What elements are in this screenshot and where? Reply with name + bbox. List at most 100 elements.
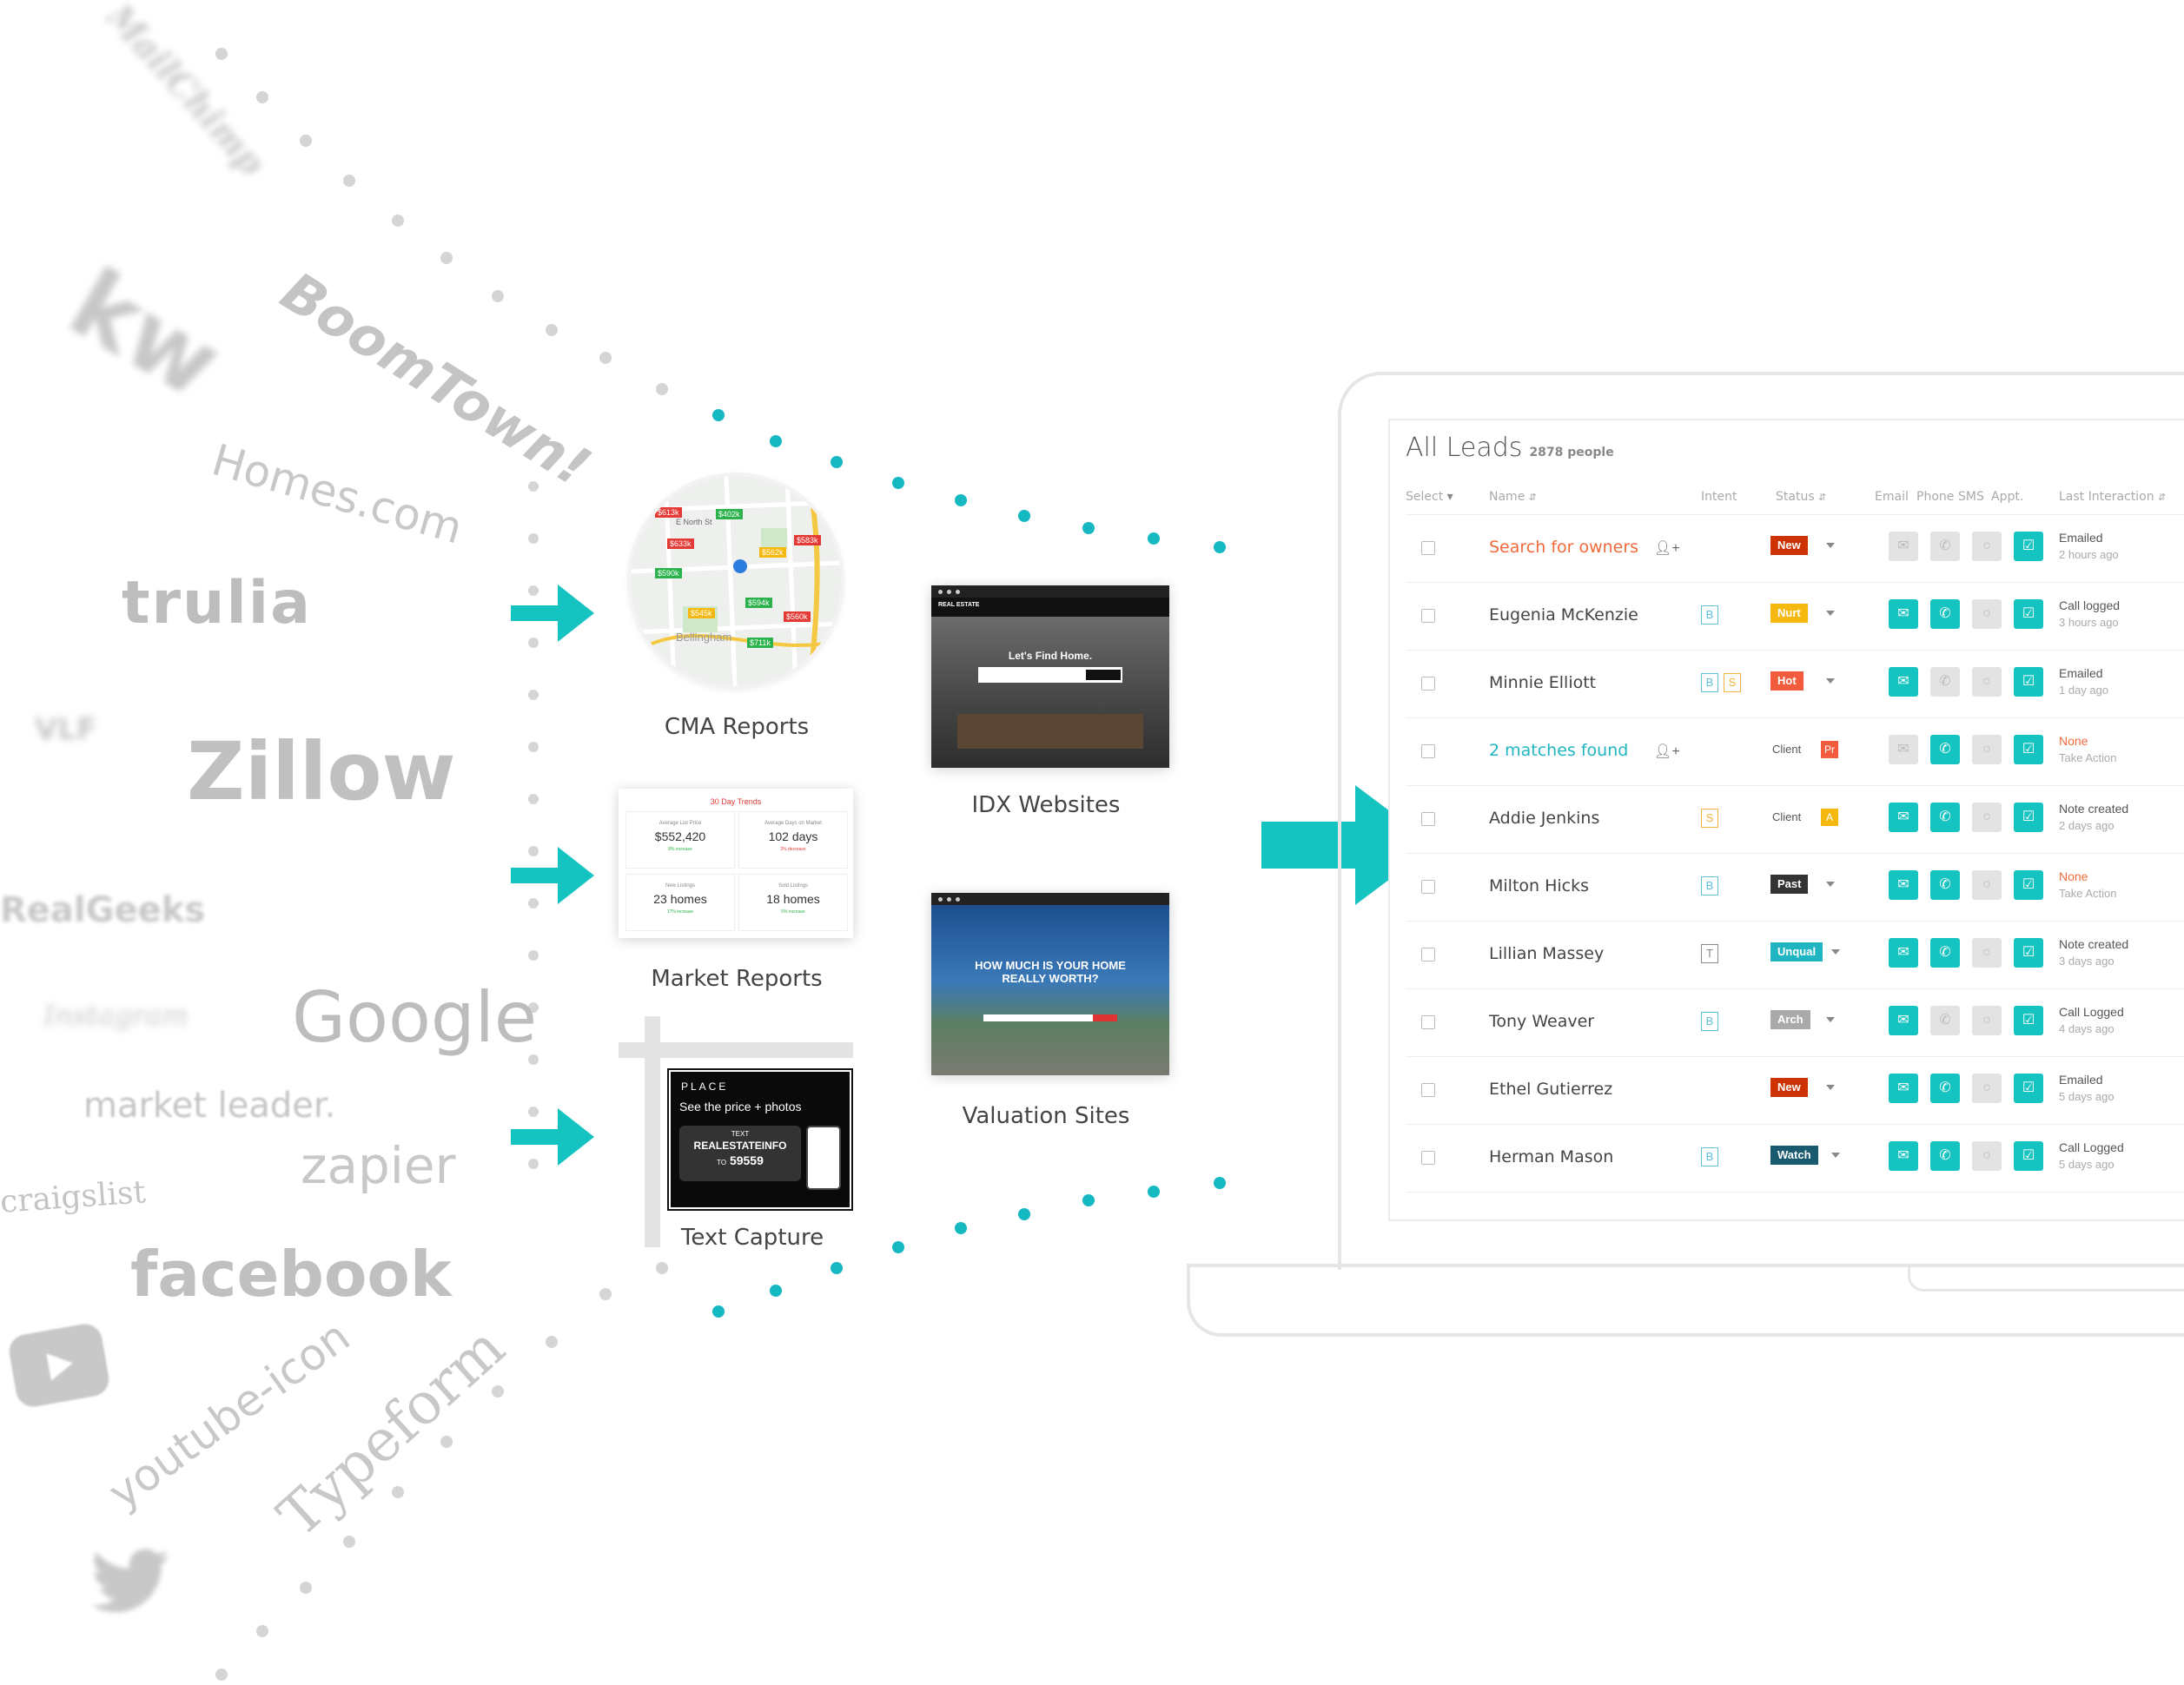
dot [770, 435, 782, 447]
status-dropdown-icon[interactable] [1826, 882, 1835, 887]
lead-name[interactable]: Tony Weaver [1489, 1012, 1595, 1031]
status-badge[interactable]: Nurt [1770, 604, 1808, 623]
status-badge[interactable]: Past [1770, 875, 1809, 894]
row-checkbox[interactable] [1421, 1151, 1435, 1165]
row-checkbox[interactable] [1421, 948, 1435, 961]
email-icon[interactable]: ✉ [1889, 735, 1918, 764]
calendar-icon[interactable]: ☑ [2014, 1141, 2043, 1171]
status-dropdown-icon[interactable] [1831, 1153, 1840, 1158]
dot [831, 1262, 843, 1274]
sms-icon[interactable]: ○ [1972, 1006, 2002, 1035]
status-badge[interactable]: New [1770, 536, 1808, 555]
status-dropdown-icon[interactable] [1826, 678, 1835, 684]
email-icon[interactable]: ✉ [1889, 1074, 1918, 1103]
lead-name[interactable]: Eugenia McKenzie [1489, 605, 1638, 624]
status-badge[interactable]: New [1770, 1078, 1808, 1097]
lead-name[interactable]: 2 matches found [1489, 741, 1629, 760]
status-badge[interactable]: Arch [1770, 1010, 1810, 1029]
phone-icon[interactable]: ✆ [1930, 599, 1960, 629]
sms-icon[interactable]: ○ [1972, 938, 2002, 968]
lead-name[interactable]: Milton Hicks [1489, 876, 1590, 895]
phone-icon[interactable]: ✆ [1930, 735, 1960, 764]
row-checkbox[interactable] [1421, 1015, 1435, 1029]
calendar-icon[interactable]: ☑ [2014, 599, 2043, 629]
calendar-icon[interactable]: ☑ [2014, 803, 2043, 832]
lead-name[interactable]: Minnie Elliott [1489, 673, 1597, 692]
phone-icon[interactable]: ✆ [1930, 667, 1960, 697]
row-checkbox[interactable] [1421, 1083, 1435, 1097]
phone-icon[interactable]: ✆ [1930, 1074, 1960, 1103]
status-badge[interactable]: Hot [1770, 671, 1803, 691]
lead-name[interactable]: Addie Jenkins [1489, 809, 1600, 828]
calendar-icon[interactable]: ☑ [2014, 667, 2043, 697]
dot [955, 494, 967, 506]
row-checkbox[interactable] [1421, 541, 1435, 555]
calendar-icon[interactable]: ☑ [2014, 938, 2043, 968]
email-icon[interactable]: ✉ [1889, 532, 1918, 561]
status-badge[interactable]: Unqual [1770, 942, 1823, 961]
calendar-icon[interactable]: ☑ [2014, 1074, 2043, 1103]
email-icon[interactable]: ✉ [1889, 667, 1918, 697]
email-icon[interactable]: ✉ [1889, 870, 1918, 900]
lead-name[interactable]: Search for owners [1489, 538, 1639, 557]
status-badge[interactable]: Watch [1770, 1146, 1818, 1165]
sms-icon[interactable]: ○ [1972, 667, 2002, 697]
row-checkbox[interactable] [1421, 880, 1435, 894]
calendar-icon[interactable]: ☑ [2014, 735, 2043, 764]
twitter-icon [87, 1546, 174, 1624]
row-checkbox[interactable] [1421, 609, 1435, 623]
status-dropdown-icon[interactable] [1826, 543, 1835, 548]
add-person-icon[interactable]: 👤︎+ [1654, 541, 1680, 556]
intent-badge: B [1701, 876, 1718, 895]
sms-icon[interactable]: ○ [1972, 803, 2002, 832]
sms-icon[interactable]: ○ [1972, 1141, 2002, 1171]
sms-icon[interactable]: ○ [1972, 532, 2002, 561]
col-header-select[interactable]: Select ▾ [1406, 490, 1453, 504]
phone-icon[interactable]: ✆ [1930, 938, 1960, 968]
col-header-status[interactable]: Status ⇵ [1776, 490, 1827, 504]
row-checkbox[interactable] [1421, 744, 1435, 758]
sms-icon[interactable]: ○ [1972, 599, 2002, 629]
sms-icon[interactable]: ○ [1972, 870, 2002, 900]
row-checkbox[interactable] [1421, 677, 1435, 691]
lead-name[interactable]: Herman Mason [1489, 1147, 1614, 1166]
status-dropdown-icon[interactable] [1826, 1017, 1835, 1022]
phone-icon[interactable]: ✆ [1930, 532, 1960, 561]
col-header-last-interaction[interactable]: Last Interaction ⇵ [2059, 490, 2167, 504]
sms-icon[interactable]: ○ [1972, 1074, 2002, 1103]
lead-name[interactable]: Ethel Gutierrez [1489, 1080, 1613, 1099]
phone-icon[interactable]: ✆ [1930, 1141, 1960, 1171]
status-dropdown-icon[interactable] [1826, 1085, 1835, 1090]
email-icon[interactable]: ✉ [1889, 803, 1918, 832]
add-person-icon[interactable]: 👤︎+ [1654, 744, 1680, 759]
status-dropdown-icon[interactable] [1831, 949, 1840, 955]
status-dropdown-icon[interactable] [1826, 611, 1835, 616]
email-icon[interactable]: ✉ [1889, 1141, 1918, 1171]
phone-icon[interactable]: ✆ [1930, 803, 1960, 832]
col-header-name[interactable]: Name ⇵ [1489, 490, 1537, 504]
calendar-icon[interactable]: ☑ [2014, 870, 2043, 900]
sign-keyword: REALESTATEINFO [693, 1140, 787, 1152]
client-label: Client [1772, 810, 1802, 823]
dot [392, 1486, 404, 1498]
email-icon[interactable]: ✉ [1889, 599, 1918, 629]
sms-icon[interactable]: ○ [1972, 735, 2002, 764]
email-icon[interactable]: ✉ [1889, 938, 1918, 968]
calendar-icon[interactable]: ☑ [2014, 532, 2043, 561]
row-checkbox[interactable] [1421, 812, 1435, 826]
lead-name[interactable]: Lillian Massey [1489, 944, 1605, 963]
phone-icon[interactable]: ✆ [1930, 870, 1960, 900]
phone-icon[interactable]: ✆ [1930, 1006, 1960, 1035]
calendar-icon[interactable]: ☑ [2014, 1006, 2043, 1035]
email-icon[interactable]: ✉ [1889, 1006, 1918, 1035]
